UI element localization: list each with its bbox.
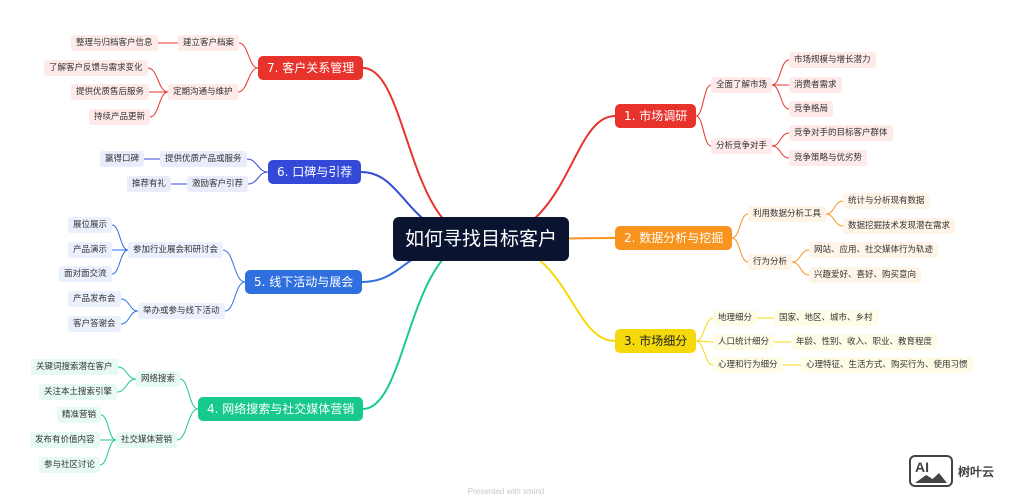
leaf-topic[interactable]: 发布有价值内容: [30, 432, 100, 448]
leaf-connector: [147, 67, 169, 93]
subtopic[interactable]: 举办或参与线下活动: [138, 303, 225, 319]
subtopic[interactable]: 分析竞争对手: [711, 138, 773, 154]
leaf-connector: [771, 84, 790, 110]
leaf-topic[interactable]: 产品发布会: [68, 291, 121, 307]
branch-market-segmentation[interactable]: 3. 市场细分: [615, 329, 697, 353]
subtopic[interactable]: 心理和行为细分: [713, 357, 783, 373]
subtopic[interactable]: 地理细分: [713, 310, 758, 326]
leaf-topic[interactable]: 数据挖掘技术发现潜在需求: [843, 218, 956, 234]
subtopic[interactable]: 网络搜索: [136, 371, 181, 387]
leaf-connector: [825, 213, 844, 227]
leaf-connector: [111, 249, 129, 275]
subtopic-connector: [179, 378, 199, 410]
leaf-connector: [120, 310, 139, 325]
leaf-topic[interactable]: 提供优质售后服务: [71, 84, 150, 100]
leaf-topic[interactable]: 兴趣爱好、喜好、购买意向: [809, 267, 922, 283]
leaf-connector: [771, 132, 790, 147]
subtopic-connector: [222, 249, 246, 283]
subtopic[interactable]: 激励客户引荐: [187, 176, 249, 192]
subtopic[interactable]: 人口统计细分: [713, 334, 775, 350]
leaf-connector: [771, 59, 790, 86]
leaf-topic[interactable]: 持续产品更新: [89, 109, 151, 125]
leaf-topic[interactable]: 竞争对手的目标客户群体: [789, 125, 893, 141]
branch-customer-relationship[interactable]: 7. 客户关系管理: [258, 56, 364, 80]
leaf-topic[interactable]: 精准营销: [57, 407, 102, 423]
subtopic[interactable]: 提供优质产品或服务: [160, 151, 247, 167]
subtopic-connector: [695, 340, 714, 366]
leaf-topic[interactable]: 关键词搜索潜在客户: [31, 359, 118, 375]
leaf-connector: [149, 91, 169, 118]
leaf-topic[interactable]: 国家、地区、城市、乡村: [774, 310, 878, 326]
leaf-topic[interactable]: 竞争策略与优劣势: [789, 150, 868, 166]
leaf-topic[interactable]: 了解客户反馈与需求变化: [44, 60, 148, 76]
subtopic-connector: [731, 213, 749, 239]
subtopic-connector: [246, 158, 269, 173]
subtopic-connector: [238, 42, 259, 69]
leaf-topic[interactable]: 面对面交流: [59, 266, 112, 282]
watermark-icon-text: AI: [915, 459, 929, 475]
branch-offline-events[interactable]: 5. 线下活动与展会: [245, 270, 363, 294]
leaf-connector: [117, 366, 137, 380]
footer-credit: Presented with xmind: [467, 487, 545, 496]
branch-online-search-social[interactable]: 4. 网络搜索与社交媒体营销: [198, 397, 364, 421]
watermark-logo: AI 树叶云: [909, 455, 994, 487]
branch-connector: [362, 238, 482, 410]
ai-image-icon: AI: [909, 455, 953, 487]
subtopic[interactable]: 定期沟通与维护: [168, 84, 238, 100]
leaf-topic[interactable]: 关注本土搜索引擎: [39, 384, 118, 400]
leaf-connector: [100, 414, 117, 441]
branch-connector: [362, 67, 482, 240]
leaf-topic[interactable]: 市场规模与增长潜力: [789, 52, 876, 68]
leaf-topic[interactable]: 推荐有礼: [127, 176, 172, 192]
leaf-topic[interactable]: 竞争格局: [789, 101, 834, 117]
leaf-connector: [791, 249, 810, 263]
leaf-topic[interactable]: 网站、应用、社交媒体行为轨迹: [809, 242, 939, 258]
central-topic[interactable]: 如何寻找目标客户: [393, 217, 569, 261]
subtopic-connector: [176, 408, 199, 441]
leaf-connector: [825, 200, 844, 215]
leaf-topic[interactable]: 产品演示: [68, 242, 113, 258]
leaf-topic[interactable]: 统计与分析现有数据: [843, 193, 930, 209]
subtopic[interactable]: 参加行业展会和研讨会: [128, 242, 224, 258]
leaf-connector: [771, 145, 790, 159]
subtopic-connector: [695, 115, 712, 147]
branch-data-analysis[interactable]: 2. 数据分析与挖掘: [615, 226, 733, 250]
subtopic[interactable]: 利用数据分析工具: [748, 206, 827, 222]
subtopic[interactable]: 行为分析: [748, 254, 793, 270]
leaf-connector: [99, 439, 117, 466]
leaf-topic[interactable]: 参与社区讨论: [39, 457, 101, 473]
leaf-topic[interactable]: 整理与归档客户信息: [71, 35, 158, 51]
branch-market-research[interactable]: 1. 市场调研: [615, 104, 697, 128]
subtopic[interactable]: 建立客户档案: [178, 35, 240, 51]
subtopic-connector: [237, 67, 259, 93]
leaf-connector: [111, 224, 129, 251]
subtopic-connector: [695, 317, 714, 342]
branch-word-of-mouth[interactable]: 6. 口碑与引荐: [268, 160, 362, 184]
leaf-topic[interactable]: 展位展示: [68, 217, 113, 233]
subtopic[interactable]: 全面了解市场: [711, 77, 773, 93]
watermark-text: 树叶云: [958, 464, 995, 479]
subtopic-connector: [224, 281, 246, 312]
leaf-topic[interactable]: 客户答谢会: [68, 316, 121, 332]
subtopic-connector: [247, 171, 269, 185]
leaf-topic[interactable]: 消费者需求: [789, 77, 842, 93]
leaf-connector: [116, 378, 137, 393]
subtopic-connector: [695, 84, 712, 117]
subtopic-connector: [731, 237, 749, 263]
leaf-topic[interactable]: 赢得口碑: [100, 151, 145, 167]
mountain-icon: [915, 473, 947, 483]
leaf-topic[interactable]: 年龄、性别、收入、职业、教育程度: [791, 334, 938, 350]
leaf-connector: [791, 261, 810, 276]
subtopic[interactable]: 社交媒体营销: [116, 432, 178, 448]
leaf-connector: [120, 298, 139, 312]
leaf-topic[interactable]: 心理特征、生活方式、购买行为、使用习惯: [801, 357, 973, 373]
